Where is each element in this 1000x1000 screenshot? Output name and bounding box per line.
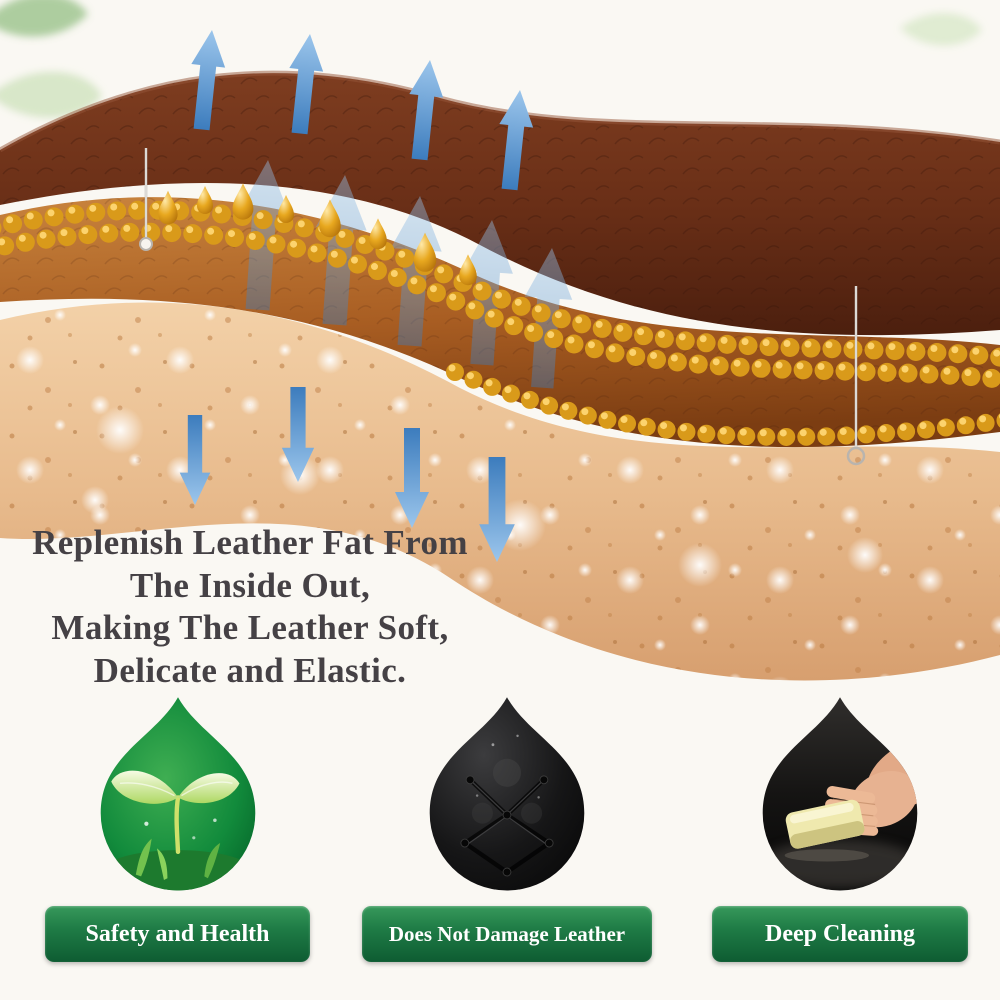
feature-banner-safety: Safety and Health <box>45 906 310 962</box>
seedling-drop-icon <box>100 697 255 891</box>
headline: Replenish Leather Fat From The Inside Ou… <box>8 522 492 693</box>
headline-line-1: Replenish Leather Fat From <box>32 523 468 562</box>
leaf-icon <box>0 0 982 118</box>
inner-fiber-layer <box>0 302 1000 681</box>
feature-safety: Safety and Health <box>45 692 310 962</box>
oil-bead-icon <box>0 200 1000 446</box>
needle-marker-icon <box>139 148 866 466</box>
headline-line-4: Delicate and Elastic. <box>93 651 407 691</box>
feature-banner-no-damage: Does Not Damage Leather <box>362 906 652 962</box>
leather-cross-section-diagram <box>0 0 1000 681</box>
headline-line-2: The Inside Out, <box>129 565 371 605</box>
feature-deep-cleaning: Deep Cleaning <box>712 692 968 962</box>
feature-banner-deep-cleaning: Deep Cleaning <box>712 906 968 962</box>
leather-drop-icon <box>429 697 585 891</box>
feature-no-damage: Does Not Damage Leather <box>362 692 652 962</box>
sponge-drop-icon <box>762 697 918 891</box>
top-leather-layer <box>0 70 1000 336</box>
headline-line-3: Making The Leather Soft, <box>51 608 449 648</box>
